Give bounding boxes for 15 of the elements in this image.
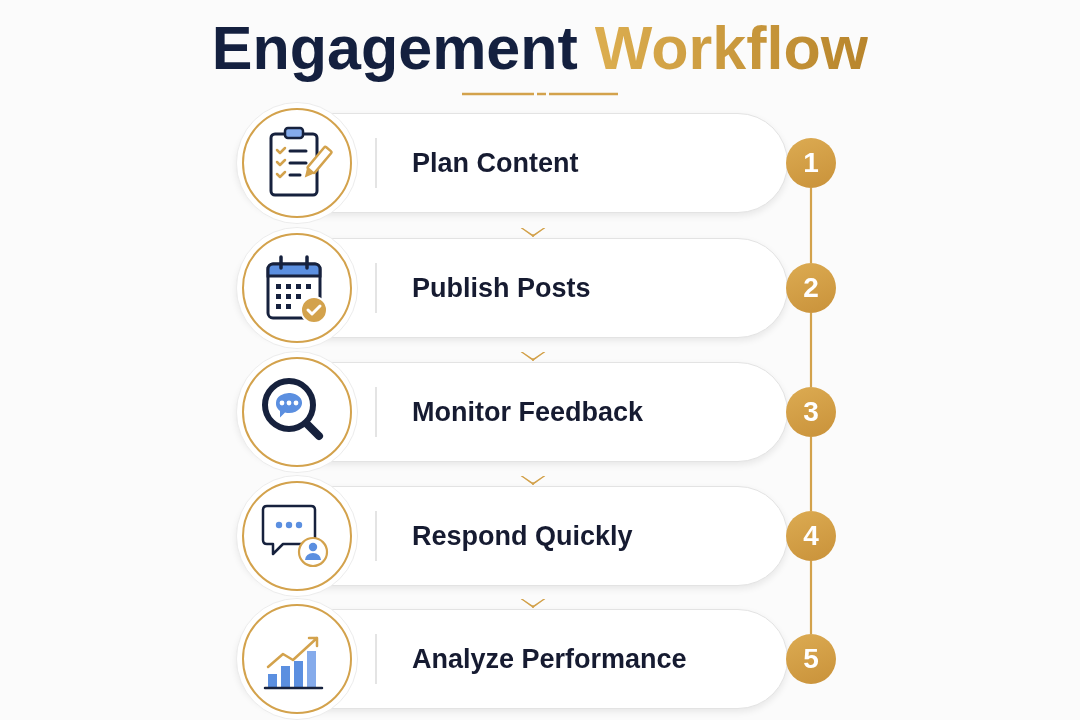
step-label: Analyze Performance (412, 643, 688, 675)
step-number: 3 (786, 387, 836, 437)
step-number: 1 (786, 138, 836, 188)
connector-line (809, 188, 813, 263)
step-label: Respond Quickly (412, 520, 634, 552)
connector-line (809, 437, 813, 511)
step-number: 2 (786, 263, 836, 313)
title: Engagement Workflow (211, 13, 869, 83)
step-label: Plan Content (412, 147, 580, 179)
connector-line (809, 561, 813, 634)
step-label: Monitor Feedback (412, 396, 645, 428)
connector-line (809, 313, 813, 387)
step-number: 5 (786, 634, 836, 684)
step-number: 4 (786, 511, 836, 561)
step-label: Publish Posts (412, 272, 592, 304)
